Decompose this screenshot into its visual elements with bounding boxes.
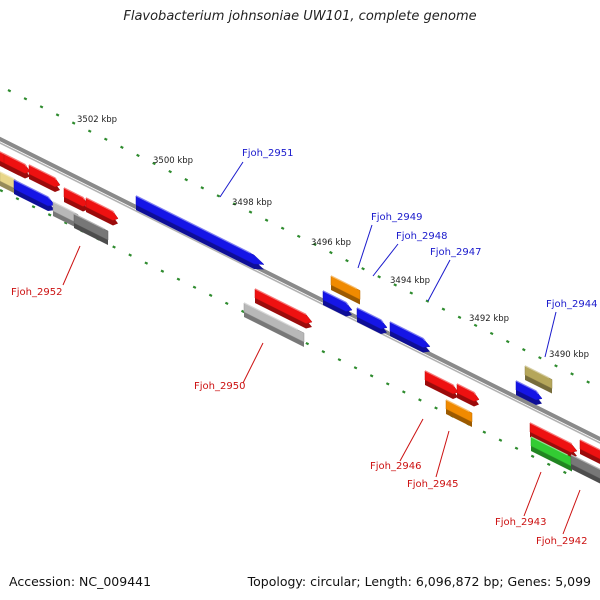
gene-arrow-fjoh-2944[interactable] [515, 379, 544, 405]
outer-ruler-dots [7, 89, 590, 384]
gene-label-leader-line [219, 161, 244, 198]
kbp-tick-label: 3500 kbp [153, 156, 193, 166]
gene-arrow-fjoh-2947-a[interactable] [356, 306, 389, 334]
gene-arrow-fjoh-2949[interactable] [330, 274, 361, 305]
genome-title: Flavobacterium johnsoniae UW101, complet… [123, 9, 477, 24]
gene-arrow-fjoh-2946-b[interactable] [456, 382, 480, 407]
gene-label-fjoh-2943[interactable]: Fjoh_2943 [495, 517, 546, 528]
gene-arrow-fjoh-2947[interactable] [389, 320, 432, 353]
gene-arrow-fjoh-2952-red[interactable] [85, 196, 119, 226]
gene-label-fjoh-2945[interactable]: Fjoh_2945 [407, 479, 458, 490]
gene-arrow-fjoh-2951[interactable] [135, 194, 266, 270]
kbp-tick-label: 3492 kbp [469, 314, 509, 324]
genome-backbone [0, 136, 600, 444]
gene-label-leader-line [435, 430, 450, 478]
gene-label-fjoh-2948[interactable]: Fjoh_2948 [396, 231, 447, 242]
gene-label-leader-line [399, 418, 424, 462]
gene-label-leader-line [544, 311, 557, 358]
gene-arrow-left-blue[interactable] [13, 178, 57, 211]
gene-label-leader-line [62, 245, 81, 286]
gene-label-fjoh-2946[interactable]: Fjoh_2946 [370, 461, 421, 472]
gene-labels: Fjoh_2951Fjoh_2949Fjoh_2948Fjoh_2947Fjoh… [11, 148, 597, 547]
gene-label-fjoh-2950[interactable]: Fjoh_2950 [194, 381, 245, 392]
gene-label-fjoh-2952[interactable]: Fjoh_2952 [11, 287, 62, 298]
gene-label-leader-line [427, 259, 451, 302]
gene-label-leader-line [372, 243, 399, 277]
gene-label-fjoh-2942[interactable]: Fjoh_2942 [536, 536, 587, 547]
gene-arrow-fjoh-2948[interactable] [322, 289, 354, 317]
accession-text: Accession: NC_009441 [9, 574, 152, 589]
gene-arrow-red-2[interactable] [3, 152, 31, 179]
gene-arrow-fjoh-2945[interactable] [445, 398, 473, 427]
gene-arrow-fjoh-2942-red[interactable] [579, 438, 600, 465]
gene-arrow-fjoh-2952-gray[interactable] [52, 200, 79, 229]
gene-label-fjoh-2951[interactable]: Fjoh_2951 [242, 148, 293, 159]
gene-arrow-red-4[interactable] [63, 186, 89, 212]
gene-label-leader-line [242, 342, 264, 384]
gene-label-fjoh-2949[interactable]: Fjoh_2949 [371, 212, 422, 223]
genome-summary-text: Topology: circular; Length: 6,096,872 bp… [247, 574, 591, 589]
gene-arrow-fjoh-2942[interactable] [570, 453, 600, 487]
kbp-tick-labels: 3502 kbp 3500 kbp 3498 kbp 3496 kbp 3494 kbp… [77, 115, 589, 360]
gene-arrow-red-3[interactable] [28, 163, 61, 192]
kbp-tick-label: 3498 kbp [232, 198, 272, 208]
kbp-tick-label: 3502 kbp [77, 115, 117, 125]
gene-arrow-fjoh-2943-red[interactable] [529, 421, 579, 458]
gene-label-leader-line [562, 489, 581, 535]
kbp-tick-label: 3494 kbp [390, 276, 430, 286]
kbp-tick-label: 3496 kbp [311, 238, 351, 248]
gene-arrow-fjoh-2950-red[interactable] [254, 287, 314, 329]
gene-label-fjoh-2944[interactable]: Fjoh_2944 [546, 299, 597, 310]
gene-arrow-fjoh-2944-b[interactable] [524, 364, 553, 394]
gene-label-leader-line [357, 224, 373, 269]
gene-arrow-fjoh-2943[interactable] [530, 435, 573, 472]
gene-arrow-fjoh-2952[interactable] [73, 212, 109, 245]
gene-arrow-fjoh-2946[interactable] [424, 369, 459, 399]
kbp-tick-label: 3490 kbp [549, 350, 589, 360]
gene-label-fjoh-2947[interactable]: Fjoh_2947 [430, 247, 481, 258]
gene-label-leader-line [523, 471, 542, 517]
gene-arrow-fjoh-2950[interactable] [243, 301, 305, 347]
